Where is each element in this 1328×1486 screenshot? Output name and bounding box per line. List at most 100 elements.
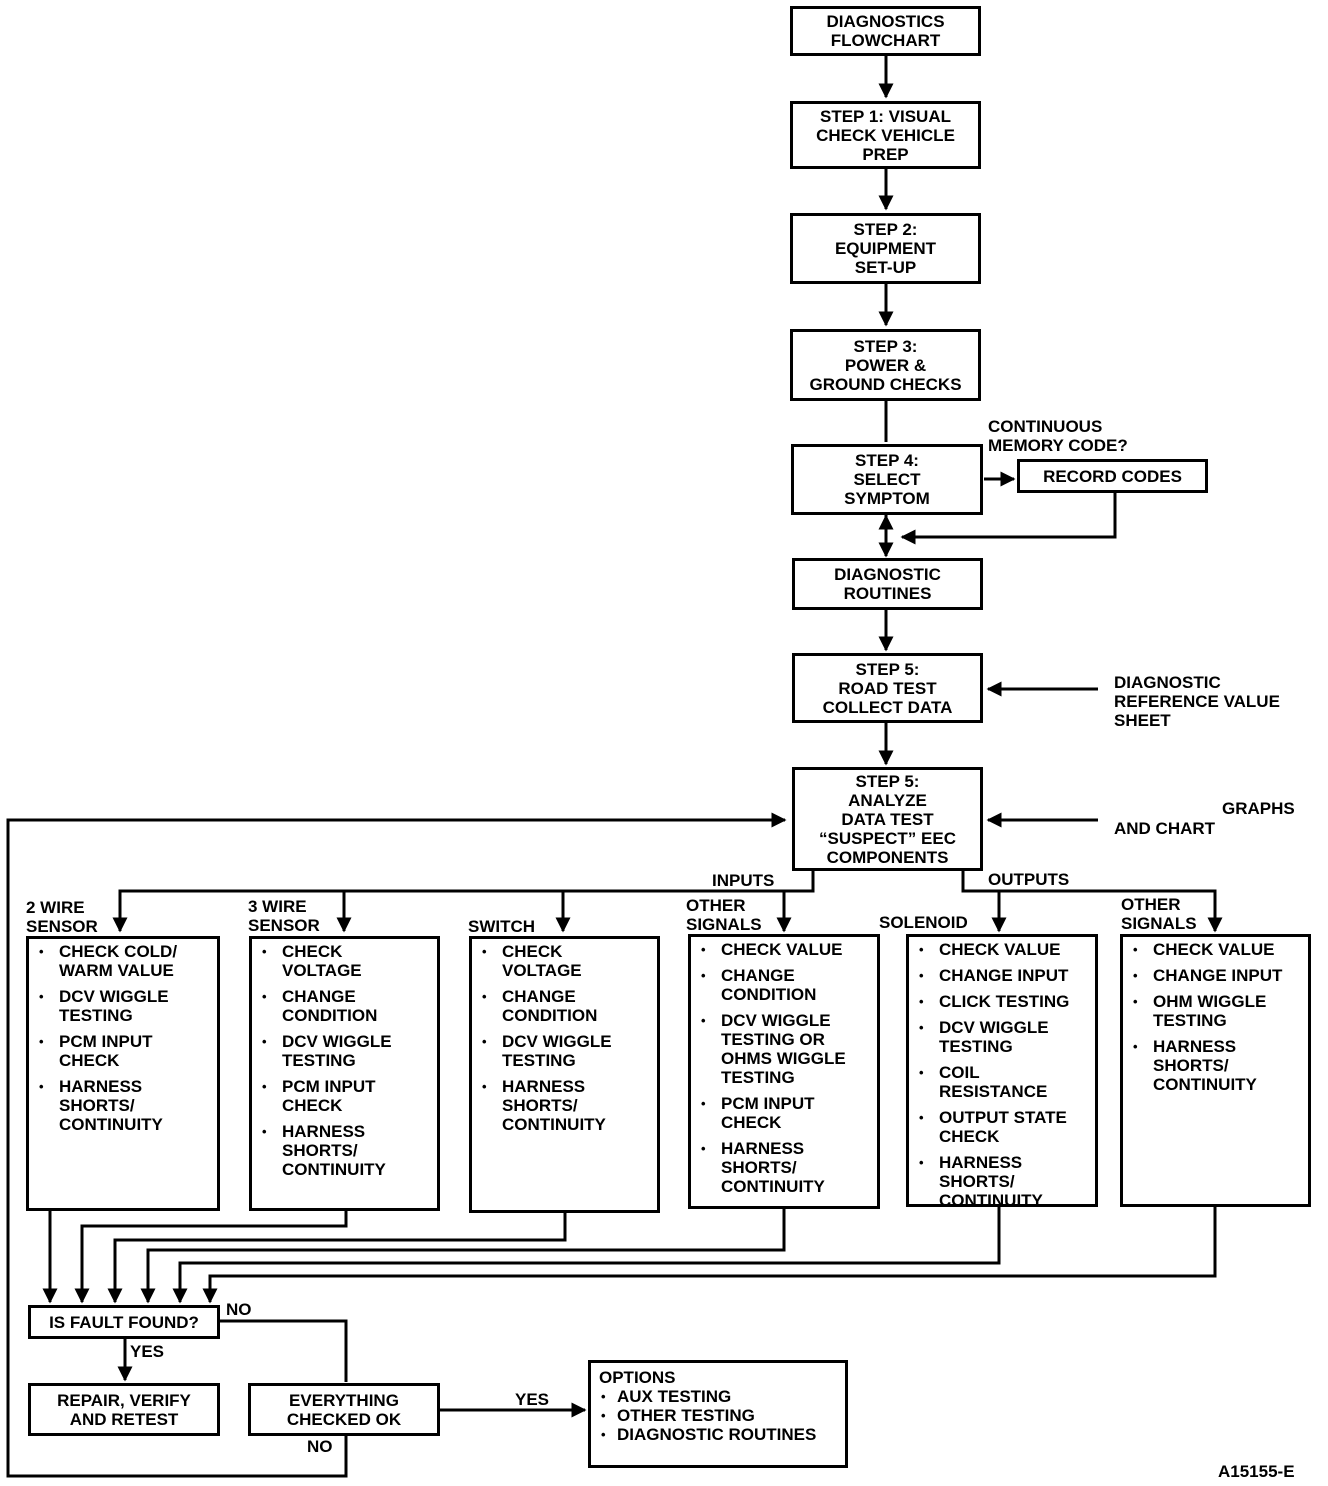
routines-line-2: ROUTINES bbox=[843, 584, 932, 603]
step5b-line-3: DATA TEST bbox=[841, 809, 934, 829]
category-label-switch: SWITCH bbox=[468, 917, 535, 936]
fault-found-decision: IS FAULT FOUND? bbox=[28, 1305, 220, 1339]
record-codes-box: RECORD CODES bbox=[1017, 459, 1208, 493]
repair-line-1: REPAIR, VERIFY bbox=[57, 1390, 191, 1410]
step4-line-2: SELECT bbox=[853, 470, 921, 489]
reference-line-3: SHEET bbox=[1114, 711, 1171, 730]
step1-line-2: CHECK VEHICLE bbox=[816, 125, 955, 145]
continuous-line-1: CONTINUOUS bbox=[988, 417, 1103, 436]
checklist-item: CHECK COLD/WARM VALUE bbox=[37, 942, 211, 980]
step4-box: STEP 4: SELECT SYMPTOM bbox=[791, 444, 983, 515]
step5b-line-4: “SUSPECT” EEC bbox=[819, 828, 956, 848]
options-title: OPTIONS bbox=[599, 1368, 676, 1387]
checklist-2-wire-sensor: CHECK COLD/WARM VALUE DCV WIGGLETESTING … bbox=[26, 936, 220, 1211]
step3-line-2: POWER & bbox=[844, 355, 927, 375]
options-item: DIAGNOSTIC ROUTINES bbox=[599, 1425, 837, 1444]
reference-sheet-label: DIAGNOSTIC REFERENCE VALUE SHEET bbox=[1114, 673, 1280, 730]
category-label-line: SENSOR bbox=[26, 917, 98, 936]
routines-box: DIAGNOSTIC ROUTINES bbox=[792, 558, 983, 610]
category-label-other-signals-inputs: OTHER SIGNALS bbox=[686, 896, 762, 934]
checklist-item: CHANGE INPUT bbox=[917, 966, 1089, 985]
category-label-3-wire-sensor: 3 WIRE SENSOR bbox=[248, 897, 320, 935]
step5a-line-2: ROAD TEST bbox=[838, 678, 937, 698]
step4-line-1: STEP 4: bbox=[855, 451, 919, 470]
category-label-line: SENSOR bbox=[248, 916, 320, 935]
category-label-line: OTHER bbox=[686, 896, 746, 915]
step5a-line-3: COLLECT DATA bbox=[822, 697, 953, 717]
fault-question-label: IS FAULT FOUND? bbox=[49, 1312, 199, 1332]
category-label-line: 3 WIRE bbox=[248, 897, 307, 916]
step5b-line-5: COMPONENTS bbox=[826, 847, 949, 867]
continuous-memory-question: CONTINUOUS MEMORY CODE? bbox=[988, 417, 1128, 455]
options-item: OTHER TESTING bbox=[599, 1406, 837, 1425]
step3-box: STEP 3: POWER & GROUND CHECKS bbox=[790, 329, 981, 401]
step1-line-1: STEP 1: VISUAL bbox=[820, 106, 951, 126]
checklist-item: CHECK VALUE bbox=[917, 940, 1089, 959]
graphs-label: GRAPHS bbox=[1222, 799, 1295, 818]
repair-line-2: AND RETEST bbox=[69, 1409, 179, 1429]
outputs-label: OUTPUTS bbox=[988, 870, 1070, 889]
everything-line-2: CHECKED OK bbox=[286, 1409, 402, 1429]
category-label-line: OTHER bbox=[1121, 895, 1181, 914]
inputs-label: INPUTS bbox=[712, 871, 775, 890]
category-label-line: SOLENOID bbox=[879, 913, 968, 932]
reference-line-1: DIAGNOSTIC bbox=[1114, 673, 1221, 692]
step4-line-3: SYMPTOM bbox=[844, 489, 930, 508]
step5-road-test-box: STEP 5: ROAD TEST COLLECT DATA bbox=[792, 653, 983, 723]
reference-line-2: REFERENCE VALUE bbox=[1114, 692, 1280, 711]
step5b-line-1: STEP 5: bbox=[855, 771, 920, 791]
checklist-solenoid: CHECK VALUE CHANGE INPUT CLICK TESTING D… bbox=[906, 934, 1098, 1210]
category-label-other-signals-outputs: OTHER SIGNALS bbox=[1121, 895, 1197, 933]
options-item: AUX TESTING bbox=[599, 1387, 837, 1406]
and-chart-label: AND CHART bbox=[1114, 819, 1216, 838]
checklist-item: CHECK VALUE bbox=[1131, 940, 1302, 959]
category-label-line: SIGNALS bbox=[686, 915, 762, 934]
category-label-line: SWITCH bbox=[468, 917, 536, 936]
everything-checked-box: EVERYTHING CHECKED OK bbox=[248, 1383, 440, 1436]
title-line-2: FLOWCHART bbox=[830, 31, 941, 50]
options-box: OPTIONS AUX TESTING OTHER TESTING DIAGNO… bbox=[588, 1360, 848, 1468]
step2-box: STEP 2: EQUIPMENT SET-UP bbox=[790, 213, 981, 284]
step1-line-3: PREP bbox=[862, 144, 909, 164]
step3-line-1: STEP 3: bbox=[853, 336, 918, 356]
category-label-line: 2 WIRE bbox=[26, 898, 85, 917]
step2-line-3: SET-UP bbox=[854, 258, 917, 277]
everything-yes-label: YES bbox=[515, 1390, 550, 1409]
continuous-line-2: MEMORY CODE? bbox=[988, 436, 1128, 455]
step1-box: STEP 1: VISUAL CHECK VEHICLE PREP bbox=[790, 101, 981, 169]
routines-line-1: DIAGNOSTIC bbox=[834, 565, 941, 584]
step2-line-2: EQUIPMENT bbox=[834, 239, 937, 258]
step2-line-1: STEP 2: bbox=[853, 220, 918, 239]
record-codes-label: RECORD CODES bbox=[1043, 466, 1182, 486]
everything-line-1: EVERYTHING bbox=[289, 1390, 399, 1410]
title-line-1: DIAGNOSTICS bbox=[826, 12, 945, 31]
step3-line-3: GROUND CHECKS bbox=[809, 374, 962, 394]
title-box: DIAGNOSTICS FLOWCHART bbox=[790, 6, 981, 56]
category-label-2-wire-sensor: 2 WIRE SENSOR bbox=[26, 898, 98, 936]
everything-no-label: NO bbox=[307, 1437, 333, 1456]
figure-id: A15155-E bbox=[1218, 1462, 1295, 1481]
